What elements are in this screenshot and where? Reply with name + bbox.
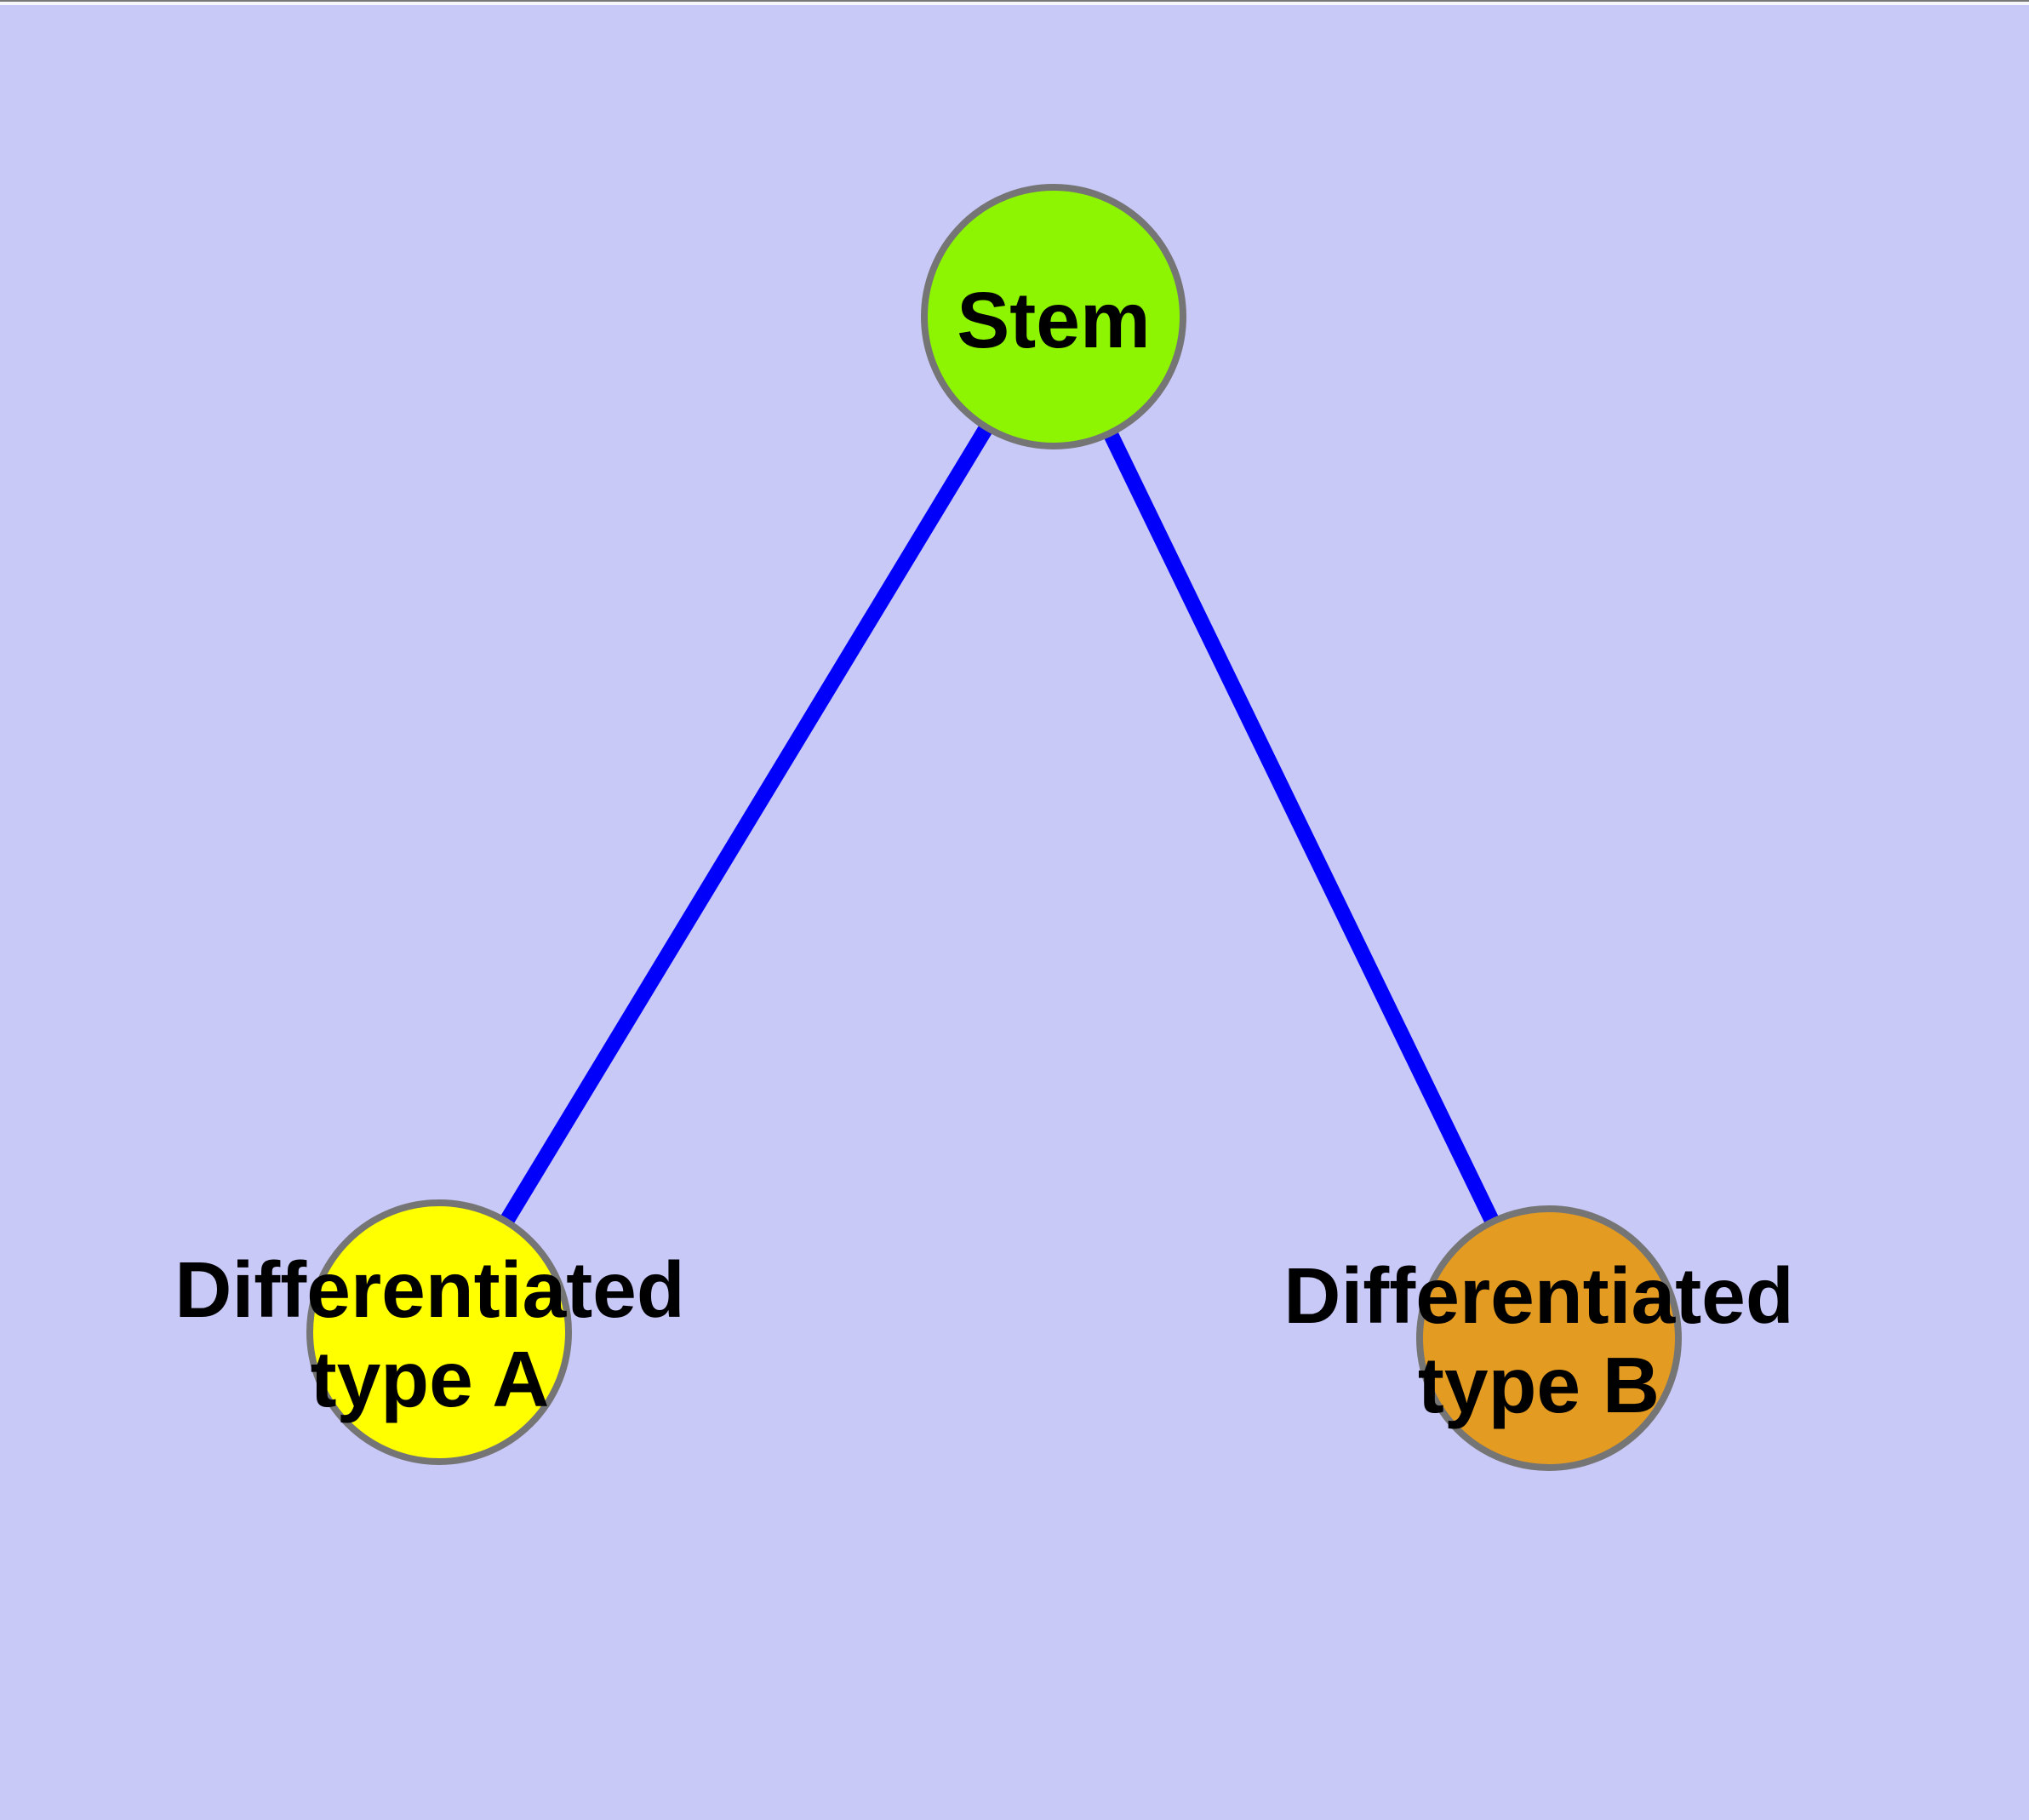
node-stem-label-line-1: Stem — [957, 276, 1150, 364]
node-differentiated-type-a-circle[interactable] — [306, 1199, 572, 1465]
window-chrome-layer — [0, 0, 2029, 5]
edge-stem-to-differentiated-type-b — [1046, 313, 1557, 1342]
node-differentiated-type-a-label-line-1: Differentiated — [174, 1245, 684, 1334]
node-differentiated-type-a-label-line-2: type A — [311, 1335, 550, 1423]
node-differentiated-type-b-label-line-1: Differentiated — [1283, 1251, 1793, 1340]
node-differentiated-type-b-circle[interactable] — [1416, 1205, 1682, 1471]
top-window-border — [0, 0, 2029, 2]
top-window-strip — [0, 2, 2029, 5]
node-stem-label: Stem — [957, 276, 1150, 364]
node-stem-circle[interactable] — [921, 184, 1186, 449]
nodes-layer — [306, 184, 1682, 1471]
edge-stem-to-differentiated-type-a — [432, 312, 1060, 1336]
node-differentiated-type-b-label-line-2: type B — [1418, 1341, 1660, 1429]
edges-layer — [432, 312, 1557, 1342]
